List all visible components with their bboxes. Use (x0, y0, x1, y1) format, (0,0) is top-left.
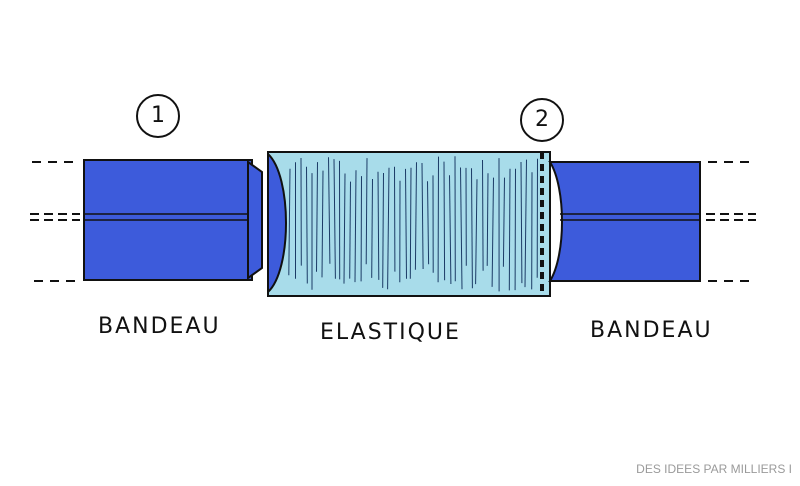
elastic-stripe (414, 162, 417, 270)
elastic-stripe (405, 168, 407, 279)
left-band (30, 159, 263, 282)
label-elastic: ELASTIQUE (320, 320, 461, 345)
elastic-stripe (491, 177, 494, 287)
elastic-stripe (328, 157, 331, 264)
elastic-stripe (475, 179, 478, 285)
elastic-stripe (371, 178, 373, 278)
elastic-stripe (502, 177, 505, 267)
elastic-stripe (524, 159, 527, 288)
watermark-text: DES IDEES PAR MILLIERS I (636, 462, 792, 476)
elastic-stripe (443, 161, 446, 281)
elastic-stripe (321, 170, 324, 278)
elastic-stripe (382, 172, 384, 288)
right-band (548, 161, 756, 282)
elastic-stripe (316, 162, 318, 272)
elastic-stripe (354, 170, 357, 283)
elastic-stripe (421, 162, 424, 270)
elastic-stripe (508, 168, 511, 291)
elastic-stripe (471, 168, 473, 289)
elastic-stripe (349, 181, 351, 279)
elastic-stripe (460, 167, 463, 290)
elastic-stripe (520, 161, 523, 284)
step-marker-2: 2 (520, 98, 564, 142)
elastic-stripe (333, 159, 336, 279)
label-right-band: BANDEAU (590, 318, 713, 343)
elastic-stripe (482, 159, 484, 271)
elastic-stripe (409, 167, 412, 279)
elastic-stripe (427, 181, 430, 265)
elastic-stripe (377, 171, 380, 280)
elastic-stripe (486, 173, 489, 266)
elastic-piece (267, 151, 551, 297)
elastic-stripe (387, 167, 390, 290)
elastic-stripe (288, 168, 291, 276)
elastic-stripe (306, 166, 308, 284)
elastic-stripe (449, 175, 452, 285)
step-marker-1: 1 (136, 94, 180, 138)
label-left-band: BANDEAU (98, 314, 221, 339)
elastic-stripe (365, 158, 368, 265)
elastic-stripe (343, 173, 346, 284)
